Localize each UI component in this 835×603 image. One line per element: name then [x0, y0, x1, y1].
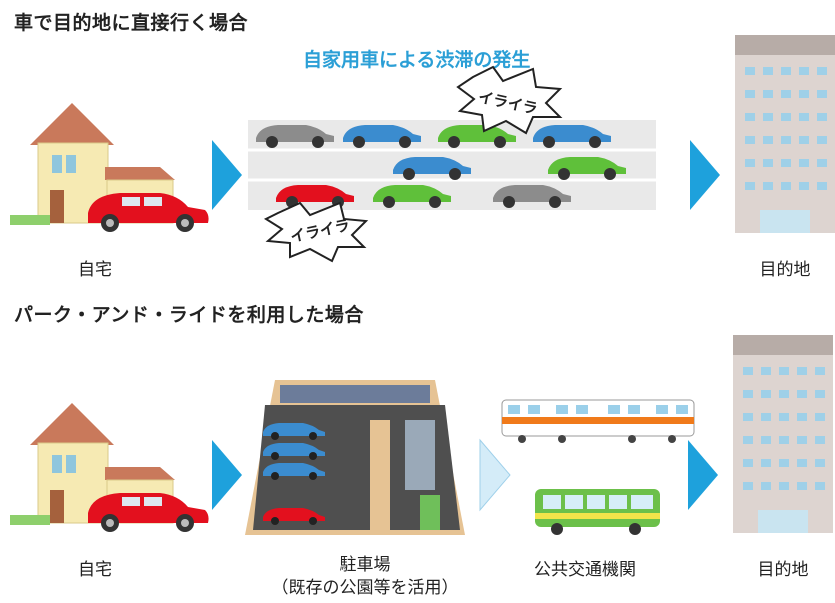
traffic-jam-illustration: [248, 65, 656, 263]
congestion-title: 自家用車による渋滞の発生: [303, 49, 531, 71]
home-illustration: [10, 103, 209, 232]
destination-label: 目的地: [759, 260, 811, 280]
destination-building-icon: [733, 335, 833, 533]
irritation-burst-icon: [456, 65, 563, 135]
train-icon: [501, 399, 695, 443]
red-car-icon: [88, 193, 209, 232]
destination-building-icon: [735, 35, 835, 233]
arrow-icon: [479, 438, 511, 512]
arrow-icon: [212, 140, 242, 210]
arrow-icon: [688, 440, 718, 510]
red-car-icon: [88, 493, 209, 532]
bus-icon: [535, 489, 660, 535]
parking-label: 駐車場: [339, 555, 391, 575]
public-transit-label: 公共交通機関: [534, 560, 636, 580]
irritation-burst-icon: [263, 201, 369, 263]
congested-cars: [256, 125, 626, 208]
parking-lot-illustration: [245, 380, 465, 535]
parked-cars: [263, 423, 325, 525]
destination-label: 目的地: [757, 560, 809, 580]
park-and-ride-heading: パーク・アンド・ライドを利用した場合: [14, 304, 364, 326]
arrow-icon: [690, 140, 720, 210]
arrow-icon: [212, 440, 242, 510]
home-illustration: [10, 403, 209, 532]
home-label: 自宅: [78, 560, 112, 580]
direct-scenario-heading: 車で目的地に直接行く場合: [14, 12, 249, 34]
home-label: 自宅: [78, 260, 112, 280]
parking-note: （既存の公園等を活用）: [271, 578, 459, 598]
